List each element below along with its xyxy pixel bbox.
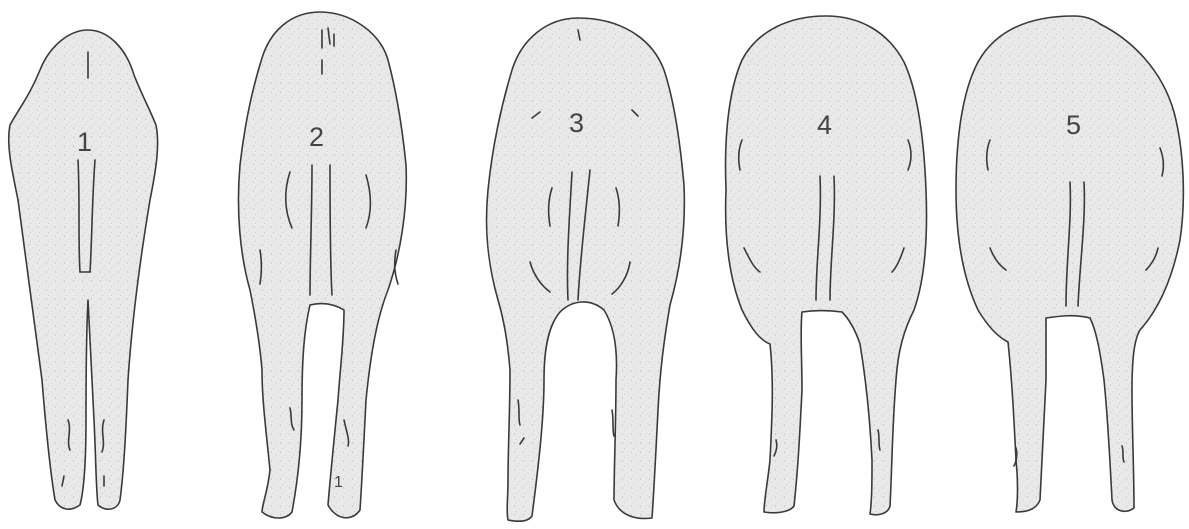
figure-1-label: 1	[77, 127, 92, 157]
figure-1-outline	[9, 30, 158, 509]
figure-2-leg-mark: 1	[334, 474, 343, 491]
figure-2: 2 1	[238, 12, 406, 518]
figure-3-outline	[486, 18, 684, 521]
figure-3: 3	[486, 18, 684, 521]
figure-3-label: 3	[569, 108, 584, 138]
figure-5-label: 5	[1066, 110, 1081, 140]
figure-4-label: 4	[817, 110, 832, 140]
figure-2-outline	[238, 12, 406, 518]
figure-1: 1	[9, 30, 158, 509]
figure-4: 4	[726, 16, 927, 515]
figure-5: 5	[956, 16, 1183, 512]
figure-5-outline	[956, 16, 1183, 512]
figure-2-label: 2	[309, 122, 324, 152]
